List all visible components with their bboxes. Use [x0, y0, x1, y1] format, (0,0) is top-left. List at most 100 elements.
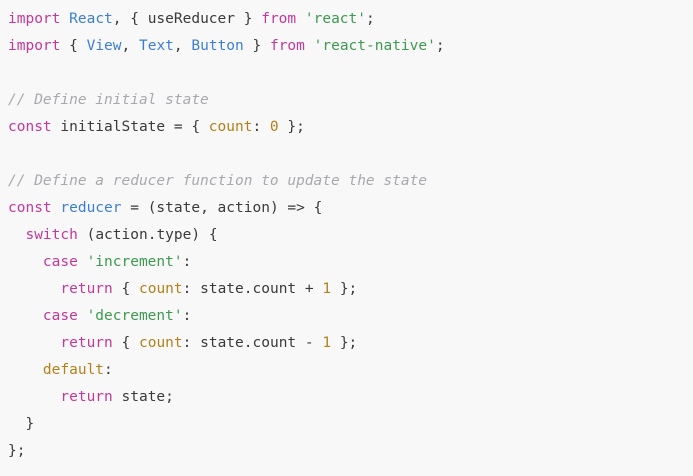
- code-token-punc: ,: [200, 200, 218, 216]
- code-line: case 'decrement':: [8, 303, 693, 330]
- code-token-plain: state: [200, 281, 244, 297]
- code-token-plain: type: [156, 227, 192, 243]
- code-token-plain: [8, 335, 60, 351]
- code-token-plain: [8, 362, 43, 378]
- code-token-plain: count: [252, 335, 297, 351]
- code-token-kw: const: [8, 200, 52, 216]
- code-token-punc: {: [112, 335, 139, 351]
- code-token-punc: :: [182, 281, 201, 297]
- code-line: case 'increment':: [8, 249, 693, 276]
- code-token-kw: const: [8, 119, 52, 135]
- code-token-plain: [8, 308, 43, 324]
- code-token-punc: .: [243, 281, 253, 297]
- code-token-punc: = {: [173, 119, 209, 135]
- code-token-punc: }: [235, 11, 262, 27]
- code-token-punc: .: [147, 227, 157, 243]
- code-token-default: default: [42, 362, 105, 378]
- code-token-comp: Text: [138, 38, 174, 54]
- code-token-str: 'react-native': [313, 38, 436, 54]
- code-token-punc: ,: [173, 38, 192, 54]
- code-token-plain: [8, 281, 60, 297]
- code-token-punc: {: [112, 281, 139, 297]
- code-line: const reducer = (state, action) => {: [8, 195, 693, 222]
- code-token-punc: ;: [365, 11, 375, 27]
- code-token-punc: -: [296, 335, 323, 351]
- code-token-comment: // Define a reducer function to update t…: [8, 173, 428, 189]
- code-token-punc: };: [8, 443, 26, 459]
- code-line: return { count: state.count - 1 };: [8, 330, 693, 357]
- code-token-kw: from: [269, 38, 305, 54]
- code-token-punc: ) => {: [269, 200, 323, 216]
- code-line: switch (action.type) {: [8, 222, 693, 249]
- code-token-comment: // Define initial state: [8, 92, 209, 108]
- code-token-punc: ;: [165, 389, 174, 405]
- code-token-punc: :: [182, 335, 201, 351]
- code-token-kw: return: [60, 389, 113, 405]
- code-token-plain: [78, 308, 87, 324]
- code-token-kw: case: [42, 308, 78, 324]
- code-token-plain: [8, 227, 25, 243]
- code-token-comp: React: [69, 11, 113, 27]
- code-token-prop: count: [208, 119, 253, 135]
- code-token-plain: state: [121, 389, 166, 405]
- code-token-kw: return: [60, 335, 113, 351]
- code-line: // Define a reducer function to update t…: [8, 168, 693, 195]
- code-token-plain: state: [200, 335, 244, 351]
- code-line: default:: [8, 357, 693, 384]
- code-token-str: 'increment': [86, 254, 183, 270]
- code-token-punc: };: [278, 119, 305, 135]
- code-token-fn: reducer: [60, 200, 122, 216]
- code-token-plain: useReducer: [147, 11, 236, 27]
- code-line: import React, { useReducer } from 'react…: [8, 6, 693, 33]
- code-token-punc: :: [182, 254, 192, 270]
- code-token-kw: case: [42, 254, 78, 270]
- code-token-plain: count: [252, 281, 297, 297]
- code-token-punc: }: [8, 416, 35, 432]
- code-line: // Define initial state: [8, 87, 693, 114]
- code-token-plain: [8, 389, 60, 405]
- code-token-plain: [113, 389, 122, 405]
- code-line-blank: [8, 60, 693, 87]
- code-token-plain: [305, 38, 314, 54]
- code-token-plain: state: [156, 200, 201, 216]
- code-token-num: 0: [269, 119, 279, 135]
- code-token-kw: from: [261, 11, 297, 27]
- code-token-punc: }: [243, 38, 270, 54]
- code-line: return { count: state.count + 1 };: [8, 276, 693, 303]
- code-token-num: 1: [322, 281, 332, 297]
- code-token-punc: , {: [112, 11, 148, 27]
- code-token-kw: return: [60, 281, 113, 297]
- code-token-punc: ,: [121, 38, 139, 54]
- code-token-plain: action: [217, 200, 270, 216]
- code-token-punc: ;: [435, 38, 445, 54]
- code-token-punc: :: [252, 119, 270, 135]
- code-token-punc: = (: [121, 200, 157, 216]
- code-token-punc: {: [60, 38, 87, 54]
- code-line: import { View, Text, Button } from 'reac…: [8, 33, 693, 60]
- code-token-prop: count: [138, 281, 183, 297]
- code-token-num: 1: [322, 335, 332, 351]
- code-token-punc: ) {: [191, 227, 218, 243]
- code-token-plain: [296, 11, 305, 27]
- code-token-plain: [8, 254, 43, 270]
- code-line-blank: [8, 141, 693, 168]
- code-token-str: 'react': [304, 11, 366, 27]
- code-token-str: 'decrement': [86, 308, 183, 324]
- code-token-punc: .: [243, 335, 253, 351]
- code-token-punc: };: [331, 335, 358, 351]
- code-token-punc: :: [182, 308, 192, 324]
- code-token-punc: (: [77, 227, 96, 243]
- code-token-kw: switch: [25, 227, 78, 243]
- code-token-comp: Button: [191, 38, 244, 54]
- code-line: return state;: [8, 384, 693, 411]
- code-token-kw: import: [8, 38, 61, 54]
- code-token-kw: import: [8, 11, 61, 27]
- code-token-punc: +: [296, 281, 323, 297]
- code-token-punc: :: [104, 362, 113, 378]
- code-token-plain: initialState: [51, 119, 174, 135]
- code-line: };: [8, 438, 693, 465]
- code-token-plain: [78, 254, 87, 270]
- code-token-plain: action: [95, 227, 148, 243]
- code-token-prop: count: [138, 335, 183, 351]
